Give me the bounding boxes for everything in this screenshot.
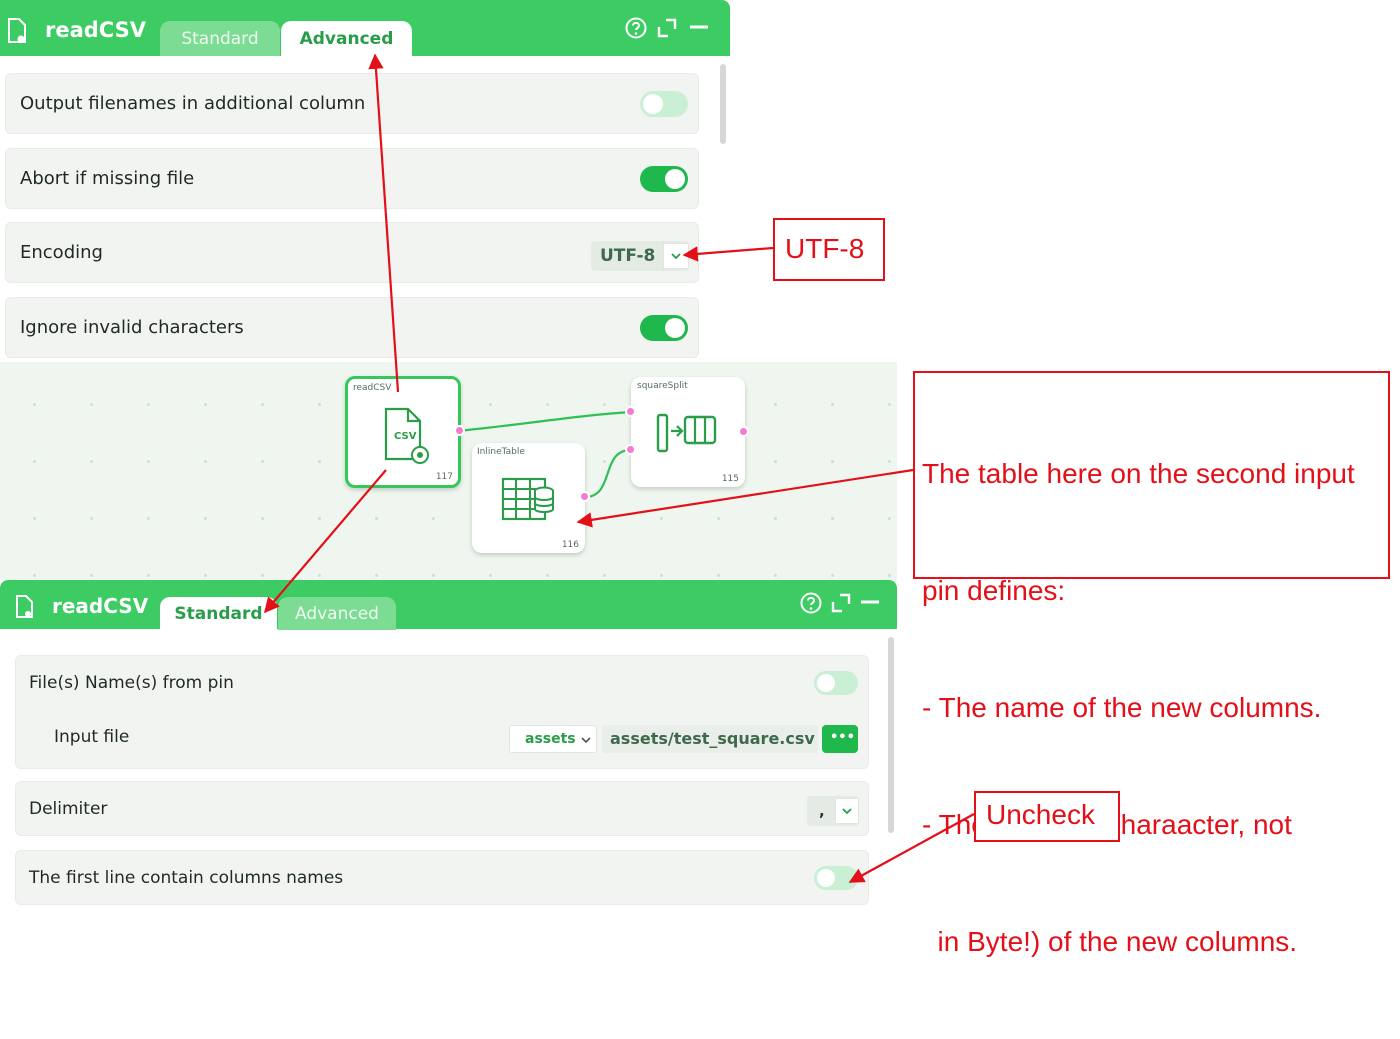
node-id: 115 [721,474,739,484]
delimiter-select[interactable]: , [807,796,859,826]
node-id: 117 [435,472,453,482]
annotation-text: Uncheck [986,799,1095,830]
annotation-text: The table here on the second input pin d… [922,376,1355,1039]
row-abort-missing: Abort if missing file [5,148,699,209]
output-pin[interactable] [738,426,749,437]
output-pin[interactable] [454,425,465,436]
inline-table-icon [501,477,554,521]
more-icon: ••• [830,730,855,745]
annotation-line: - The name of the new columns. [922,692,1322,723]
chevron-down-icon [663,243,689,269]
scrollbar[interactable] [888,637,894,833]
bottom-properties-panel: readCSV Standard Advanced File(s) Name(s… [0,580,897,914]
tab-standard[interactable]: Standard [160,21,280,56]
file-path-value: assets/test_square.csv [610,729,815,748]
csv-file-icon [384,407,429,464]
file-icon [16,595,33,618]
input-pin-2[interactable] [625,444,636,455]
input-pin-1[interactable] [625,406,636,417]
annotation-line: The table here on the second input [922,458,1355,489]
file-path-field[interactable]: assets/test_square.csv [602,725,818,753]
row-delimiter: Delimiter , [15,781,869,836]
node-squaresplit[interactable]: squareSplit 115 [631,377,745,487]
csv-icon-label: CSV [394,431,417,442]
toggle-file-from-pin[interactable] [814,671,858,695]
node-id: 116 [561,540,579,550]
file-icon [8,18,26,43]
row-label: The first line contain columns names [29,868,344,888]
row-encoding: Encoding UTF-8 [5,222,699,283]
panel-header: readCSV Standard Advanced [0,580,897,630]
row-label: Abort if missing file [20,168,195,189]
node-title: squareSplit [637,381,688,391]
minimize-icon[interactable] [859,592,881,614]
connection-inlinetable-squaresplit [584,448,632,499]
row-label: File(s) Name(s) from pin [29,673,234,693]
output-pin[interactable] [579,491,590,502]
delimiter-value: , [819,802,825,820]
connection-readcsv-squaresplit [457,410,632,433]
row-ignore-invalid: Ignore invalid characters [5,297,699,358]
row-label: Output filenames in additional column [20,93,366,114]
row-first-line-names: The first line contain columns names [15,850,869,905]
help-icon[interactable] [799,591,823,615]
row-label: Ignore invalid characters [20,317,244,338]
annotation-table-note: The table here on the second input pin d… [913,371,1390,957]
tab-advanced[interactable]: Advanced [278,597,396,630]
tab-standard[interactable]: Standard [160,597,277,630]
input-file-label: Input file [54,727,130,747]
browse-button[interactable]: ••• [822,725,858,753]
group-file-input: File(s) Name(s) from pin Input file asse… [15,655,869,769]
toggle-first-line-names[interactable] [814,866,858,890]
source-value: assets [525,731,576,747]
row-label: Encoding [20,242,103,263]
node-readcsv[interactable]: readCSV CSV 117 [345,376,461,488]
panel-title: readCSV [45,18,146,42]
maximize-icon[interactable] [656,17,678,39]
encoding-value: UTF-8 [600,246,656,266]
node-title: InlineTable [477,447,525,457]
annotation-utf8: UTF-8 [773,218,885,281]
annotation-text: UTF-8 [785,233,865,264]
tab-advanced[interactable]: Advanced [281,21,412,56]
toggle-output-filenames[interactable] [640,91,688,117]
toggle-ignore-invalid[interactable] [640,315,688,341]
panel-title: readCSV [52,594,149,618]
chevron-down-icon [835,798,859,824]
annotation-uncheck: Uncheck [974,791,1120,842]
square-split-icon [656,413,717,453]
row-label: Delimiter [29,799,108,819]
panel-header: readCSV Standard Advanced [0,0,730,56]
row-output-filenames: Output filenames in additional column [5,73,699,134]
source-select[interactable]: assets [509,725,597,753]
top-properties-panel: readCSV Standard Advanced Output filenam… [0,0,730,360]
maximize-icon[interactable] [830,592,852,614]
node-inlinetable[interactable]: InlineTable 116 [472,443,585,553]
help-icon[interactable] [624,16,648,40]
chevron-down-icon [581,737,591,744]
annotation-line: in Byte!) of the new columns. [922,926,1298,957]
minimize-icon[interactable] [688,17,710,39]
node-title: readCSV [353,383,392,393]
scrollbar[interactable] [720,64,726,144]
encoding-select[interactable]: UTF-8 [591,241,689,271]
toggle-abort-missing[interactable] [640,166,688,192]
annotation-line: pin defines: [922,575,1066,606]
